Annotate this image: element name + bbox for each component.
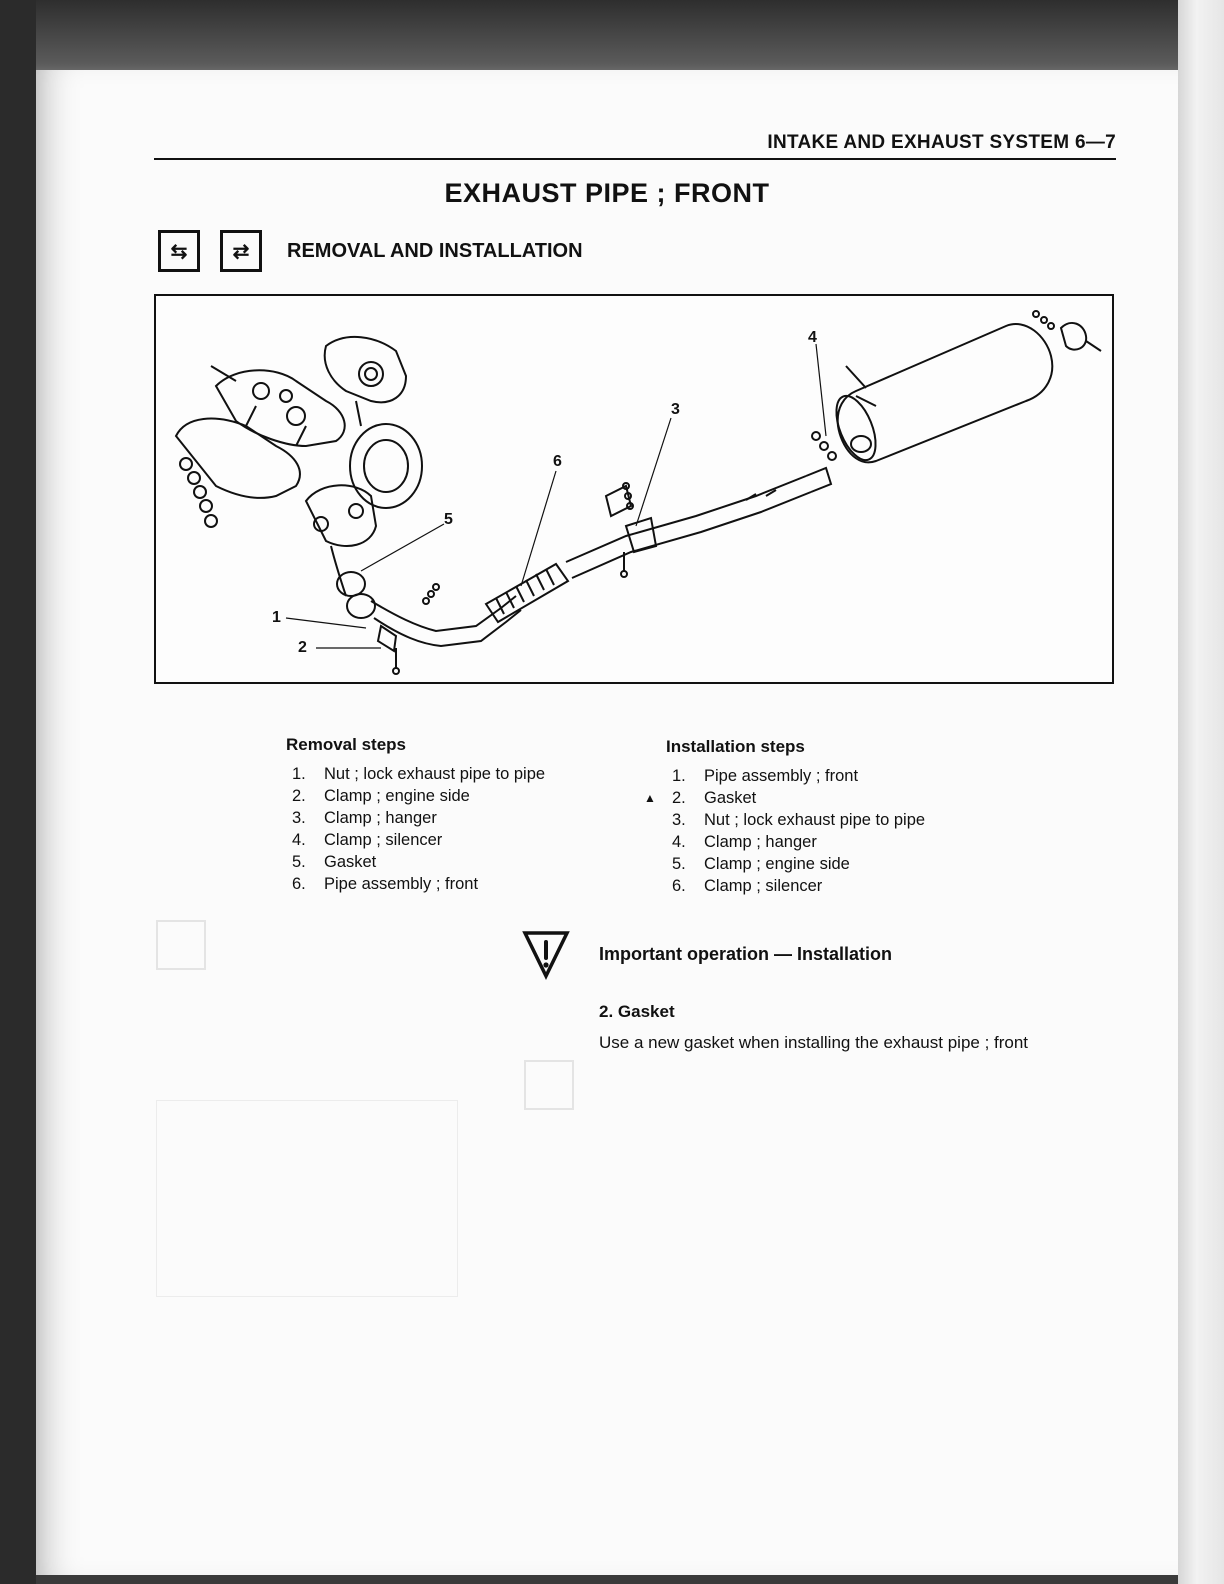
scan-shadow-left: [0, 0, 36, 1584]
step-number: 4.: [672, 833, 686, 851]
step-text: Nut ; lock exhaust pipe to pipe: [704, 811, 926, 829]
front-pipe: [370, 466, 833, 648]
step-text: Clamp ; hanger: [704, 833, 817, 851]
list-item: 5. Clamp ; engine side: [666, 855, 925, 877]
callout-5: 5: [444, 511, 453, 528]
callout-leaders: [285, 343, 827, 649]
step-number: 5.: [292, 853, 306, 871]
exhaust-diagram: 1 2 3 4 5 6: [174, 310, 1102, 675]
silencer: [811, 310, 1102, 464]
disassemble-arrows-icon: ⇆: [158, 230, 200, 272]
important-marker: ▲: [644, 791, 656, 805]
header-title: INTAKE AND EXHAUST SYSTEM 6—7: [767, 132, 1116, 153]
step-text: Clamp ; silencer: [704, 877, 823, 895]
exhaust-pipe-figure: 1 2 3 4 5 6: [154, 294, 1114, 684]
step-text: Clamp ; silencer: [324, 831, 443, 849]
callout-3: 3: [671, 401, 680, 418]
manifold-nuts: [179, 457, 218, 528]
list-item: 4. Clamp ; hanger: [666, 833, 925, 855]
important-text: Use a new gasket when installing the exh…: [599, 1033, 1029, 1052]
step-text: Pipe assembly ; front: [324, 875, 479, 893]
bleed-through-box: [524, 1060, 574, 1110]
turbocharger: [304, 423, 423, 547]
bleed-through-figure: [156, 1100, 458, 1297]
step-text: Nut ; lock exhaust pipe to pipe: [324, 765, 546, 783]
step-number: 5.: [672, 855, 686, 873]
warning-triangle-icon: [522, 930, 570, 985]
step-text: Clamp ; hanger: [324, 809, 437, 827]
important-operation-title: Important operation — Installation: [599, 944, 893, 964]
step-text: Clamp ; engine side: [704, 855, 850, 873]
step-text: Pipe assembly ; front: [704, 767, 859, 785]
step-text: Clamp ; engine side: [324, 787, 470, 805]
manual-page: INTAKE AND EXHAUST SYSTEM 6—7 EXHAUST PI…: [36, 70, 1178, 1575]
list-item: 6. Pipe assembly ; front: [286, 875, 545, 897]
list-item: 6. Clamp ; silencer: [666, 877, 925, 899]
step-number: 3.: [292, 809, 306, 827]
list-item: 2. Clamp ; engine side: [286, 787, 545, 809]
list-item: 1. Pipe assembly ; front: [666, 767, 925, 789]
important-subheading: 2. Gasket: [599, 1002, 675, 1021]
callout-4: 4: [808, 329, 817, 346]
step-text: Gasket: [324, 853, 377, 871]
step-number: 1.: [292, 765, 306, 783]
removal-list: 1. Nut ; lock exhaust pipe to pipe 2. Clam…: [286, 765, 545, 897]
removal-steps: Removal steps 1. Nut ; lock exhaust pipe …: [286, 735, 545, 897]
bleed-through-box: [156, 920, 206, 970]
engine-side-clamp: [376, 583, 440, 675]
hanger-bracket: [604, 482, 658, 578]
scan-edge-right: [1178, 0, 1224, 1584]
step-number: 2.: [672, 789, 686, 807]
callout-1: 1: [272, 609, 281, 626]
section-heading: REMOVAL AND INSTALLATION: [287, 240, 583, 262]
installation-list: 1. Pipe assembly ; front ▲ 2. Gasket 3. Nut …: [644, 767, 925, 899]
list-item: 4. Clamp ; silencer: [286, 831, 545, 853]
list-item: 3. Nut ; lock exhaust pipe to pipe: [666, 811, 925, 833]
page-title: EXHAUST PIPE ; FRONT: [444, 178, 770, 208]
list-item: 3. Clamp ; hanger: [286, 809, 545, 831]
step-number: 6.: [292, 875, 306, 893]
step-number: 2.: [292, 787, 306, 805]
callout-2: 2: [298, 639, 307, 656]
list-item: 5. Gasket: [286, 853, 545, 875]
step-number: 3.: [672, 811, 686, 829]
running-header: INTAKE AND EXHAUST SYSTEM 6—7: [154, 132, 1116, 160]
step-text: Gasket: [704, 789, 757, 807]
exhaust-manifold: [174, 335, 408, 499]
reassemble-arrows-icon: ⇄: [220, 230, 262, 272]
list-item: 1. Nut ; lock exhaust pipe to pipe: [286, 765, 545, 787]
list-item: ▲ 2. Gasket: [644, 789, 925, 811]
removal-heading: Removal steps: [286, 735, 406, 754]
callout-6: 6: [553, 453, 562, 470]
step-number: 6.: [672, 877, 686, 895]
installation-steps: Installation steps 1. Pipe assembly ; fro…: [644, 737, 925, 899]
step-number: 1.: [672, 767, 686, 785]
step-number: 4.: [292, 831, 306, 849]
installation-heading: Installation steps: [666, 737, 805, 756]
